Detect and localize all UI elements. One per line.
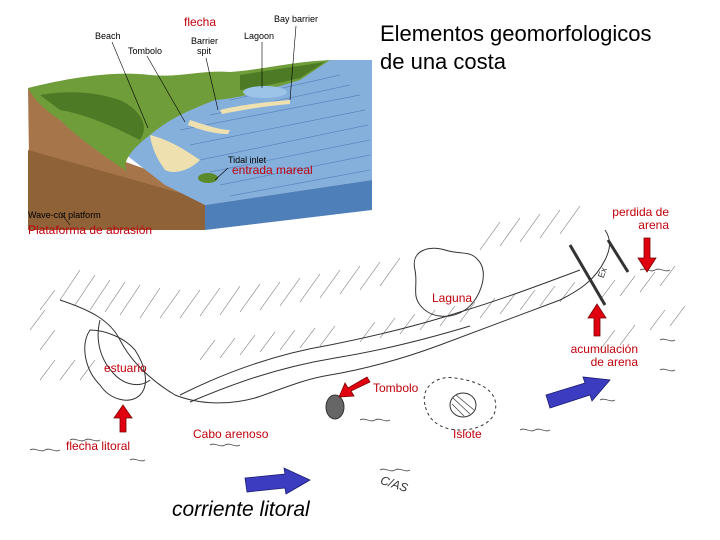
- coastline: [60, 230, 610, 403]
- label-lagoon: Lagoon: [244, 32, 274, 42]
- label-perdida: perdida de arena: [605, 206, 669, 232]
- red-arrow-perdida: [638, 238, 656, 272]
- label-laguna: Laguna: [432, 292, 472, 305]
- label-flecha: flecha: [184, 16, 216, 29]
- blue-arrow-bottom: [245, 468, 310, 494]
- label-islote: Islote: [453, 428, 482, 441]
- lagoon: [243, 86, 287, 98]
- coast-sketch: [30, 206, 685, 471]
- label-spit: spit: [197, 47, 211, 57]
- blue-arrows: [245, 377, 610, 494]
- label-estuario: estuario: [104, 362, 147, 375]
- label-entrada-mareal: entrada mareal: [232, 164, 313, 177]
- caption-corriente-litoral: corriente litoral: [172, 498, 310, 522]
- label-plataforma: Plataforma de abrasión: [28, 224, 152, 237]
- page-title: Elementos geomorfologicos de una costa: [380, 20, 651, 76]
- label-wave-cut-platform: Wave-cut platform: [28, 211, 101, 221]
- red-arrow-acumulacion: [588, 304, 606, 336]
- red-arrow-tombolo: [339, 377, 370, 397]
- tombolo-islet: [326, 395, 344, 419]
- label-acumulacion: acumulación de arena: [560, 343, 638, 369]
- label-beach: Beach: [95, 32, 121, 42]
- label-tombolo-en: Tombolo: [128, 47, 162, 57]
- blue-arrow-right: [546, 377, 610, 408]
- lagoon-outline: [414, 248, 483, 316]
- red-arrow-flecha: [114, 405, 132, 432]
- label-flecha-litoral: flecha litoral: [66, 440, 130, 453]
- label-cabo-arenoso: Cabo arenoso: [193, 428, 268, 441]
- label-bay-barrier: Bay barrier: [274, 15, 318, 25]
- label-tombolo: Tombolo: [373, 382, 418, 395]
- islote: [450, 393, 476, 417]
- red-arrows: [114, 238, 656, 432]
